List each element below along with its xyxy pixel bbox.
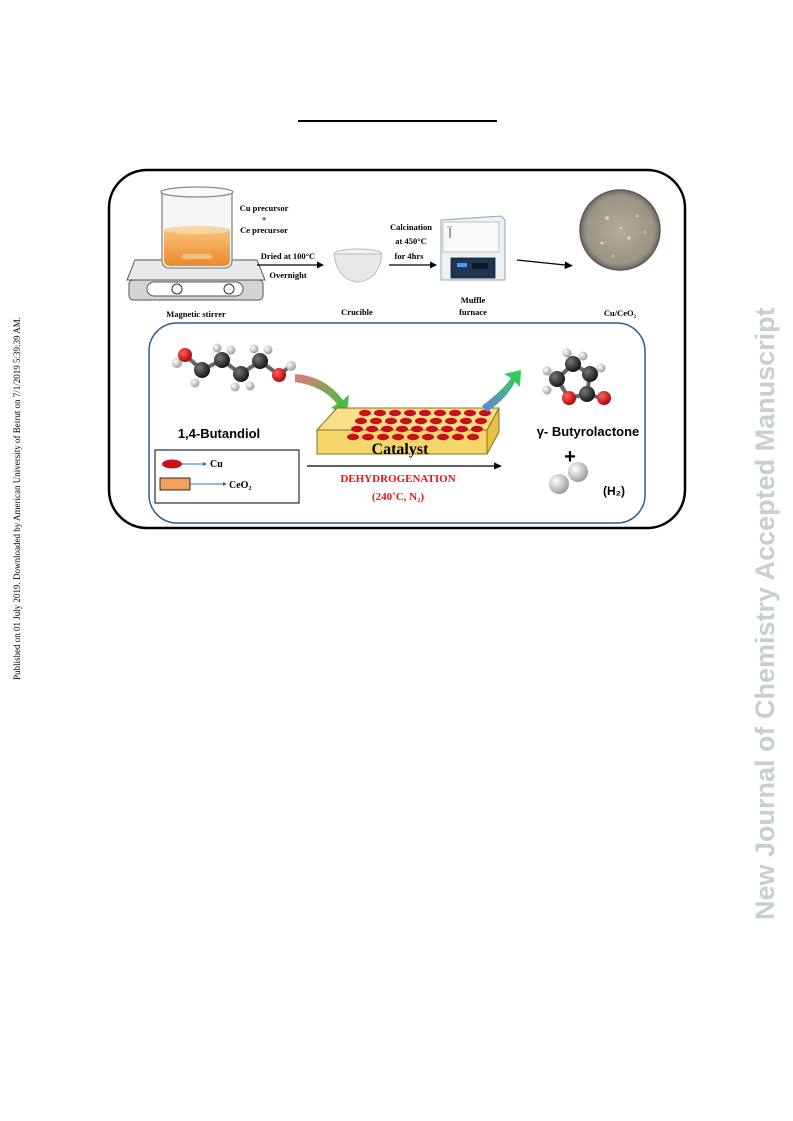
catalyst-cu-particle — [460, 417, 472, 425]
magnetic-stirrer-illustration — [126, 186, 266, 301]
catalyst-cu-particle — [452, 433, 464, 441]
calcination-label: Calcination — [390, 222, 432, 232]
catalyst-cu-particle — [407, 433, 419, 441]
legend-ceo2-label: CeO₂ — [229, 480, 251, 491]
legend-cu-arrow-head — [203, 462, 207, 466]
catalyst-cu-particle — [400, 417, 412, 425]
legend-cu-swatch — [162, 459, 182, 469]
catalyst-cu-particle — [385, 417, 397, 425]
product-plus: + — [564, 446, 576, 468]
calcination-temp-label: at 450°C — [395, 236, 427, 246]
reactant-label: 1,4-Butandiol — [178, 426, 260, 441]
catalyst-cu-particles — [347, 409, 491, 441]
muffle-furnace-illustration: ▪▪▪▪ — [440, 215, 506, 281]
catalyst-cu-particle — [434, 409, 446, 417]
catalyst-cu-particle — [389, 409, 401, 417]
journal-watermark: New Journal of Chemistry Accepted Manusc… — [750, 307, 780, 920]
catalyst-to-product-arrow — [482, 370, 521, 412]
title-rule — [298, 120, 497, 122]
product-label: Cu/CeO₂ — [604, 308, 637, 318]
step-arrow-3 — [516, 259, 566, 266]
crucible-label: Crucible — [341, 307, 373, 317]
catalyst-cu-particle — [449, 409, 461, 417]
catalyst-cu-particle — [430, 417, 442, 425]
step-arrow-1-head — [317, 261, 324, 269]
catalyst-cu-particle — [415, 417, 427, 425]
magnetic-stirrer-label: Magnetic stirrer — [166, 309, 226, 319]
catalyst-cu-particle — [437, 433, 449, 441]
catalyst-cu-particle — [479, 409, 491, 417]
catalyst-cu-particle — [426, 425, 438, 433]
catalyst-cu-particle — [422, 433, 434, 441]
reaction-arrow-head — [494, 462, 502, 470]
legend-cu-label: Cu — [210, 459, 223, 470]
catalyst-cu-particle — [347, 433, 359, 441]
ce-precursor-label: Ce precursor — [240, 225, 288, 235]
catalyst-cu-particle — [411, 425, 423, 433]
catalyst-cu-particle — [359, 409, 371, 417]
catalyst-cu-particle — [456, 425, 468, 433]
hydrogen-label: (H₂) — [603, 484, 625, 498]
furnace-brand: ▪▪▪▪ — [447, 225, 452, 229]
reaction-conditions-label: (240˚C, N₂) — [372, 491, 425, 503]
catalyst-cu-particle — [366, 425, 378, 433]
legend-ceo2-arrow-head — [223, 482, 227, 486]
catalyst-cu-particle — [396, 425, 408, 433]
legend-ceo2-swatch — [159, 477, 191, 491]
calcination-time-label: for 4hrs — [395, 251, 425, 261]
catalyst-cu-particle — [377, 433, 389, 441]
furnace-label: furnace — [459, 307, 487, 317]
cu-precursor-label: Cu precursor — [240, 203, 289, 213]
catalyst-cu-particle — [464, 409, 476, 417]
catalyst-label: Catalyst — [372, 441, 430, 458]
step-arrow-2-head — [430, 261, 437, 269]
legend-box — [154, 449, 300, 504]
product-name-label: γ- Butyrolactone — [537, 424, 640, 439]
catalyst-cu-particle — [475, 417, 487, 425]
catalyst-cu-particle — [392, 433, 404, 441]
product-dish-illustration — [579, 189, 661, 271]
catalyst-cu-particle — [467, 433, 479, 441]
crucible-illustration — [333, 248, 383, 283]
butanediol-molecule — [172, 343, 296, 392]
muffle-label: Muffle — [461, 295, 486, 305]
catalyst-cu-particle — [471, 425, 483, 433]
graphical-abstract: Cu precursor + Ce precursor Dried at 100… — [107, 168, 687, 530]
catalyst-cu-particle — [419, 409, 431, 417]
catalyst-cu-particle — [441, 425, 453, 433]
hydrogen-molecule — [549, 462, 588, 494]
publication-note: Published on 01 July 2019. Downloaded by… — [12, 317, 22, 680]
catalyst-cu-particle — [374, 409, 386, 417]
reactant-to-catalyst-arrow — [295, 374, 349, 413]
step-arrow-3-head — [564, 261, 573, 269]
catalyst-cu-particle — [355, 417, 367, 425]
dehydrogenation-label: DEHYDROGENATION — [340, 473, 455, 485]
precursor-plus: + — [262, 214, 267, 224]
catalyst-cu-particle — [445, 417, 457, 425]
dried-label: Dried at 100°C — [261, 251, 315, 261]
catalyst-cu-particle — [370, 417, 382, 425]
overnight-label: Overnight — [269, 270, 306, 280]
catalyst-cu-particle — [404, 409, 416, 417]
catalyst-cu-particle — [362, 433, 374, 441]
catalyst-cu-particle — [351, 425, 363, 433]
butyrolactone-molecule — [542, 348, 611, 405]
catalyst-cu-particle — [381, 425, 393, 433]
